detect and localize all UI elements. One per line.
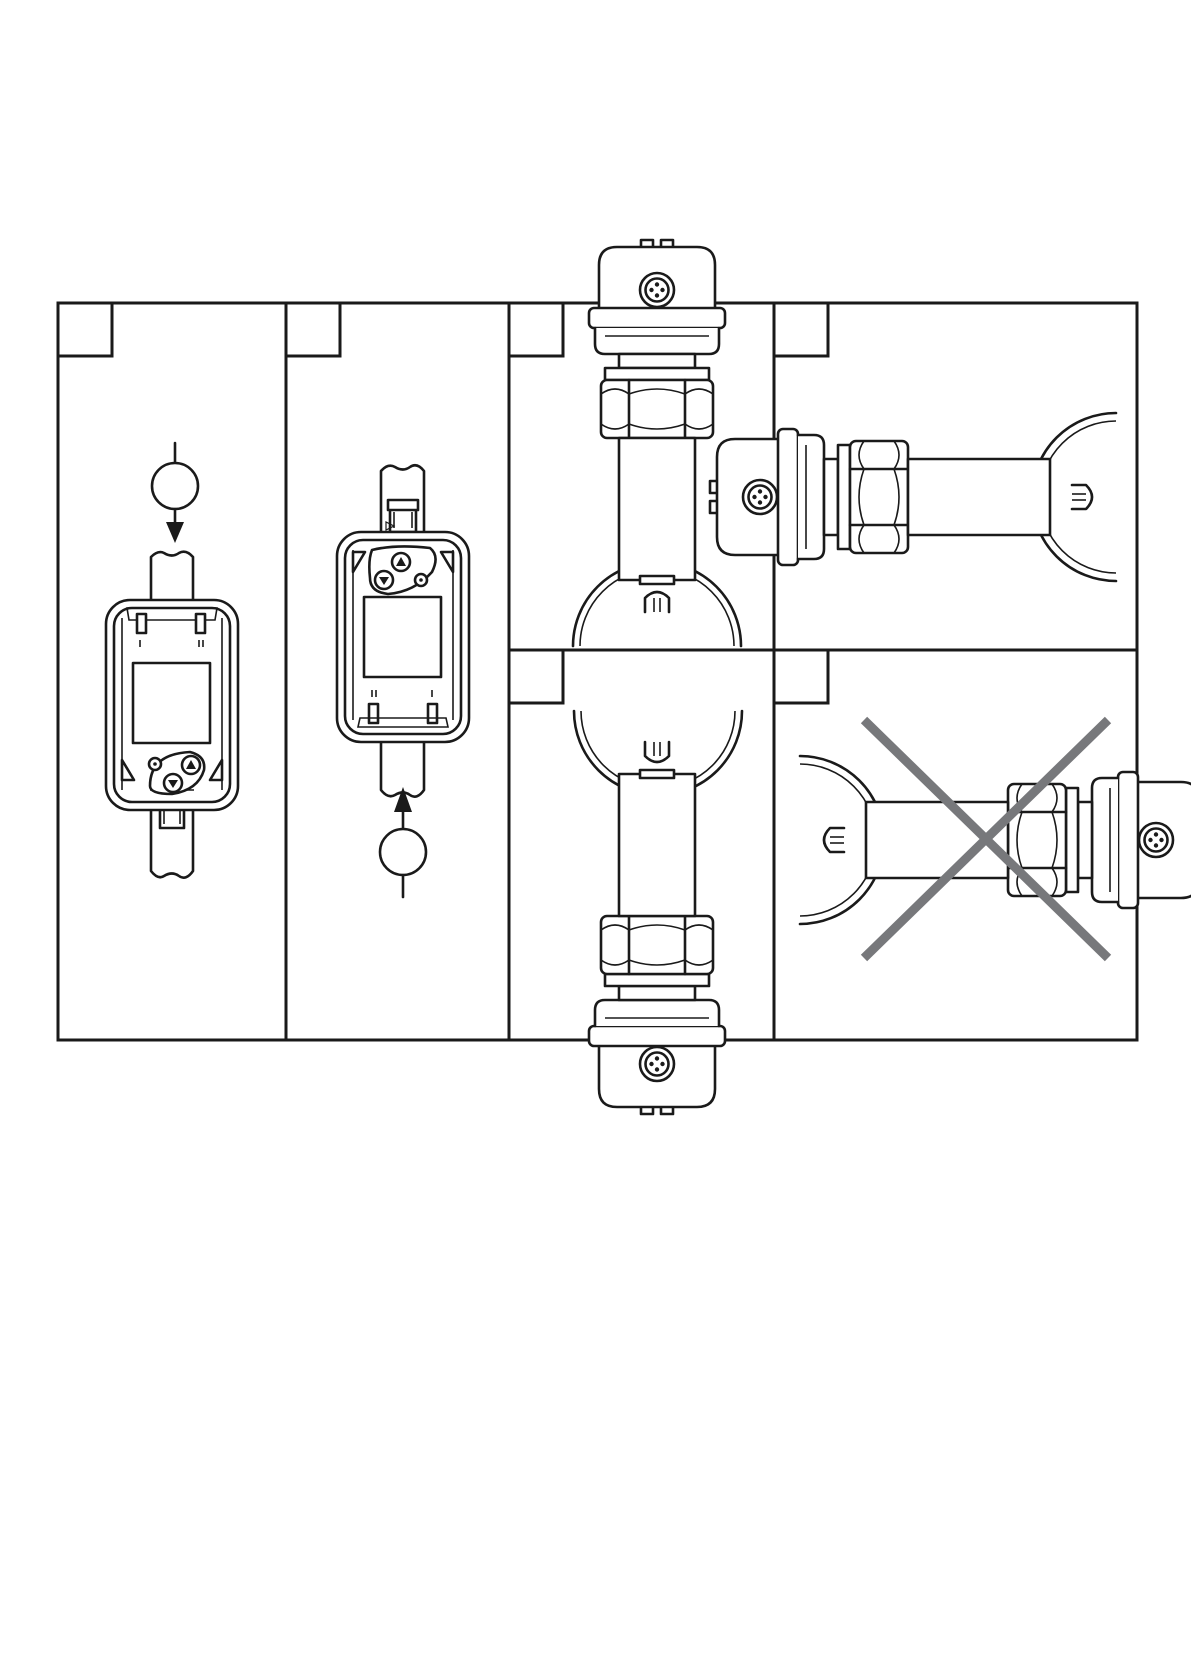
panel-3-connector-up xyxy=(573,240,741,646)
flow-arrow-icon xyxy=(166,522,184,543)
display-screen xyxy=(364,597,441,677)
sensor-side-view xyxy=(589,240,725,580)
panel-tab-2 xyxy=(286,303,340,356)
panel-1-display-upright xyxy=(106,443,238,878)
panel-6-connector-right xyxy=(800,720,1191,958)
probe-tip xyxy=(824,828,844,852)
flow-marker-circle-icon xyxy=(380,810,426,897)
sensor-front-view-inverted xyxy=(337,532,469,742)
panel-tab-3 xyxy=(509,303,563,356)
flow-marker-circle-icon xyxy=(152,443,198,527)
sensor-side-view xyxy=(589,774,725,1114)
sensor-side-view xyxy=(710,429,1050,565)
panel-tab-6 xyxy=(774,650,828,703)
panel-5-connector-left xyxy=(710,413,1116,581)
display-screen xyxy=(133,663,210,743)
probe-tip xyxy=(640,576,674,612)
probe-tip xyxy=(1072,485,1092,509)
panel-tab-5 xyxy=(774,303,828,356)
sensor-front-view xyxy=(106,600,238,810)
panel-4-connector-down xyxy=(574,711,742,1114)
panel-tab-1 xyxy=(58,303,112,356)
panel-2-display-inverted xyxy=(337,465,469,897)
panel-tab-4 xyxy=(509,650,563,703)
probe-tip xyxy=(640,742,674,778)
